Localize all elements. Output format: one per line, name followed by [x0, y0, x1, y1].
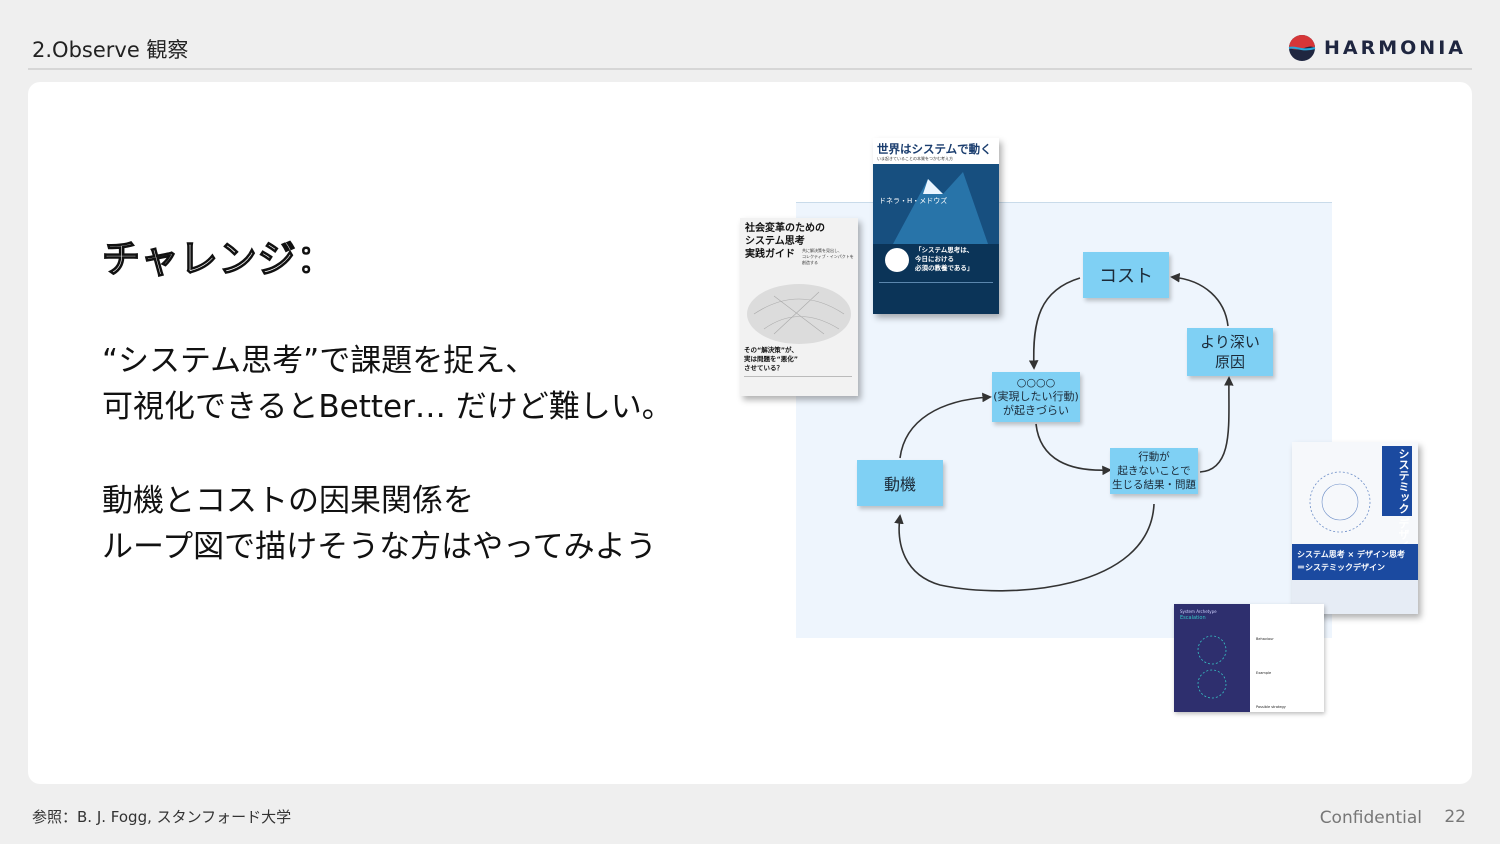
book-title-band	[1382, 446, 1412, 516]
text-line: “システム思考”で課題を捉え、	[102, 343, 537, 379]
company-logo: HARMONIA	[1288, 34, 1466, 62]
book-tagline-line: させている？	[744, 364, 783, 372]
book-rule	[879, 282, 993, 283]
figure-eight-loop-icon	[1197, 635, 1227, 699]
archetype-card-escalation: System Archetype Escalation Behaviour Ex…	[1174, 604, 1324, 712]
text-line: 動機とコストの因果関係を	[102, 483, 474, 519]
header-divider	[28, 68, 1472, 70]
book-quote-line: 必須の教養である」	[915, 264, 974, 272]
network-circle-icon	[1309, 471, 1371, 533]
sticky-label: 行動が	[1138, 451, 1170, 463]
sticky-cost[interactable]: コスト	[1083, 252, 1169, 298]
book-subtitle-line: システム思考 × デザイン思考	[1297, 550, 1406, 559]
endorsement-badge	[885, 248, 909, 272]
book-title-line: システム思考	[745, 236, 805, 247]
book-subtitle: いま起きていることの本質をつかむ考え方	[877, 156, 953, 161]
sticky-label: コスト	[1099, 266, 1153, 287]
sticky-consequence[interactable]: 行動が 起きないことで 生じる結果・問題	[1110, 448, 1198, 494]
text-line: 可視化できるとBetter… だけど難しい。	[102, 389, 673, 425]
confidential-label: Confidential	[1319, 808, 1422, 828]
paragraph-loop-diagram: 動機とコストの因果関係を ループ図で描けそうな方はやってみよう	[102, 478, 657, 570]
book-author: ドネラ・H・メドウズ	[879, 197, 948, 205]
sticky-label: 起きないことで	[1117, 465, 1191, 477]
book-quote-line: 「システム思考は、	[915, 246, 974, 254]
book-title-line: 実践ガイド	[745, 249, 795, 260]
page-title: 2.Observe 観察	[32, 38, 189, 62]
book-cover-systems-thinking-guide: 社会変革のための システム思考 実践ガイド 共に解決策を見出し、 コレクティブ・…	[740, 218, 858, 396]
archetype-title: Escalation	[1180, 615, 1206, 621]
sticky-label: 原因	[1214, 353, 1245, 371]
book-footer-rule	[744, 376, 852, 390]
sticky-motivation[interactable]: 動機	[857, 460, 943, 506]
text-line: ループ図で描けそうな方はやってみよう	[102, 529, 657, 565]
book-tagline-line: 実は問題を“悪化”	[744, 355, 799, 363]
archetype-label: System Archetype	[1180, 609, 1217, 614]
sticky-label: が起きづらい	[1003, 404, 1069, 417]
page-number: 22	[1444, 807, 1466, 827]
sticky-label: 生じる結果・問題	[1112, 479, 1196, 491]
logo-wordmark: HARMONIA	[1324, 37, 1466, 59]
book-cover-thinking-in-systems: 世界はシステムで動く いま起きていることの本質をつかむ考え方 ドネラ・H・メドウ…	[873, 138, 999, 314]
iceberg-icon	[873, 164, 999, 244]
archetype-section: Example	[1256, 671, 1272, 675]
book-title-line: システミック	[1397, 448, 1410, 514]
book-subtitle-line: コレクティブ・インパクトを	[802, 254, 854, 259]
book-subtitle-band	[1292, 544, 1418, 580]
paragraph-systems-thinking: “システム思考”で課題を捉え、 可視化できるとBetter… だけど難しい。	[102, 338, 673, 430]
book-title: 世界はシステムで動く	[877, 142, 992, 156]
globe-network-icon	[747, 284, 851, 344]
sticky-deeper-cause[interactable]: より深い 原因	[1187, 328, 1273, 376]
sticky-label: 動機	[883, 475, 916, 494]
book-cover-systemic-design: システミック デザインの実践 システム思考 × デザイン思考 ＝システミックデザ…	[1292, 442, 1418, 614]
sticky-label: ○○○○	[1016, 376, 1056, 389]
book-subtitle-line: 共に解決策を見出し、	[802, 248, 842, 253]
book-quote-line: 今日における	[915, 255, 954, 263]
book-subtitle-line: ＝システミックデザイン	[1297, 563, 1385, 572]
book-tagline-line: その“解決策”が、	[744, 346, 798, 354]
book-title-line: 社会変革のための	[745, 223, 825, 234]
archetype-section: Behaviour	[1256, 637, 1274, 641]
harmonia-logo-icon	[1288, 35, 1316, 61]
challenge-heading: チャレンジ：	[101, 236, 336, 281]
book-subtitle-line: 創造する	[802, 260, 818, 265]
reference-note: 参照：B. J. Fogg, スタンフォード大学	[32, 808, 292, 826]
sticky-target-behavior[interactable]: ○○○○ (実現したい行動) が起きづらい	[992, 372, 1080, 422]
archetype-section: Possible strategy	[1256, 705, 1286, 709]
archetype-panel	[1174, 604, 1250, 712]
sticky-label: (実現したい行動)	[993, 390, 1079, 403]
sticky-label: より深い	[1200, 333, 1260, 351]
